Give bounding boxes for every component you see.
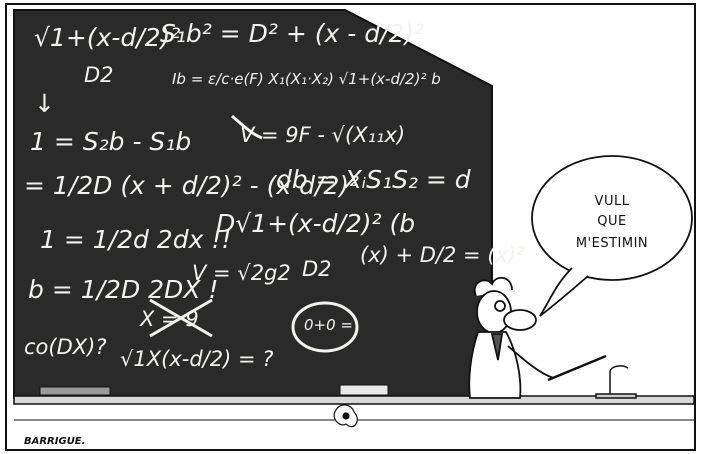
eq-line-5: ↓ [34, 89, 55, 118]
eq-line-9: db = XᵢS₁S₂ = d [276, 165, 471, 194]
speech-line-1: VULL [595, 194, 630, 209]
eq-line-14: D2 [302, 257, 332, 281]
circled-sum [291, 301, 359, 353]
eq-line-10: 1 = 1/2d 2dx !! [40, 225, 231, 254]
professor-head [476, 290, 512, 334]
school-emblem [333, 404, 358, 428]
speech-bubble-shape [531, 155, 693, 281]
eq-line-18: √1X(x-d/2) = ? [120, 347, 273, 371]
speech-bubble-tail [539, 267, 589, 317]
eq-line-2: S₁b² = D² + (x - d/2)² [160, 19, 424, 48]
professor-figure [468, 276, 607, 399]
eq-line-12: b = 1/2D 2DX ! [28, 275, 218, 304]
eq-line-11: D√1+(x-d/2)² (b [216, 209, 415, 238]
eq-line-1: √1+(x-d/2)² [34, 23, 180, 52]
eq-line-13: V = √2g2 [192, 261, 291, 285]
eq-line-6: 1 = S₂b - S₁b [30, 127, 191, 156]
speech-bubble: VULL QUE M'ESTIMIN [531, 155, 693, 317]
desk-lamp [595, 365, 637, 399]
eq-line-17: co(DX)? [24, 335, 106, 359]
eq-line-4: Ib = ε/c·e(F) X₁(X₁·X₂) √1+(x-d/2)² b [172, 70, 441, 88]
professor-hair [473, 276, 513, 297]
eq-line-15: (x) + D/2 = (x)² [360, 243, 525, 267]
professor-arm [507, 345, 555, 379]
eq-line-3: D2 [84, 63, 114, 87]
professor-coat [468, 331, 522, 399]
eq-line-7: V = 9F - √(X₁₁x) [240, 123, 405, 147]
cross-out-mark [149, 298, 213, 338]
speech-line-3: M'ESTIMIN [576, 236, 648, 251]
professor-glasses [494, 300, 506, 312]
professor-tie [490, 333, 504, 361]
professor-nose [503, 309, 537, 331]
chalkboard [13, 9, 493, 399]
pointer-stick [547, 354, 607, 382]
chalk-piece [339, 384, 389, 396]
eq-line-19: 0+0 = [304, 316, 353, 334]
board-equations: √1+(x-d/2)² S₁b² = D² + (x - d/2)² D2 Ib… [24, 19, 525, 371]
chalk-tray [13, 395, 695, 405]
eraser [39, 386, 111, 396]
eq-line-8: = 1/2D (x + d/2)² - (x d/2)² [24, 171, 359, 200]
artist-signature: BARRIGUE. [24, 436, 85, 447]
chalk-arrow [231, 114, 263, 140]
speech-line-2: QUE [597, 214, 626, 229]
